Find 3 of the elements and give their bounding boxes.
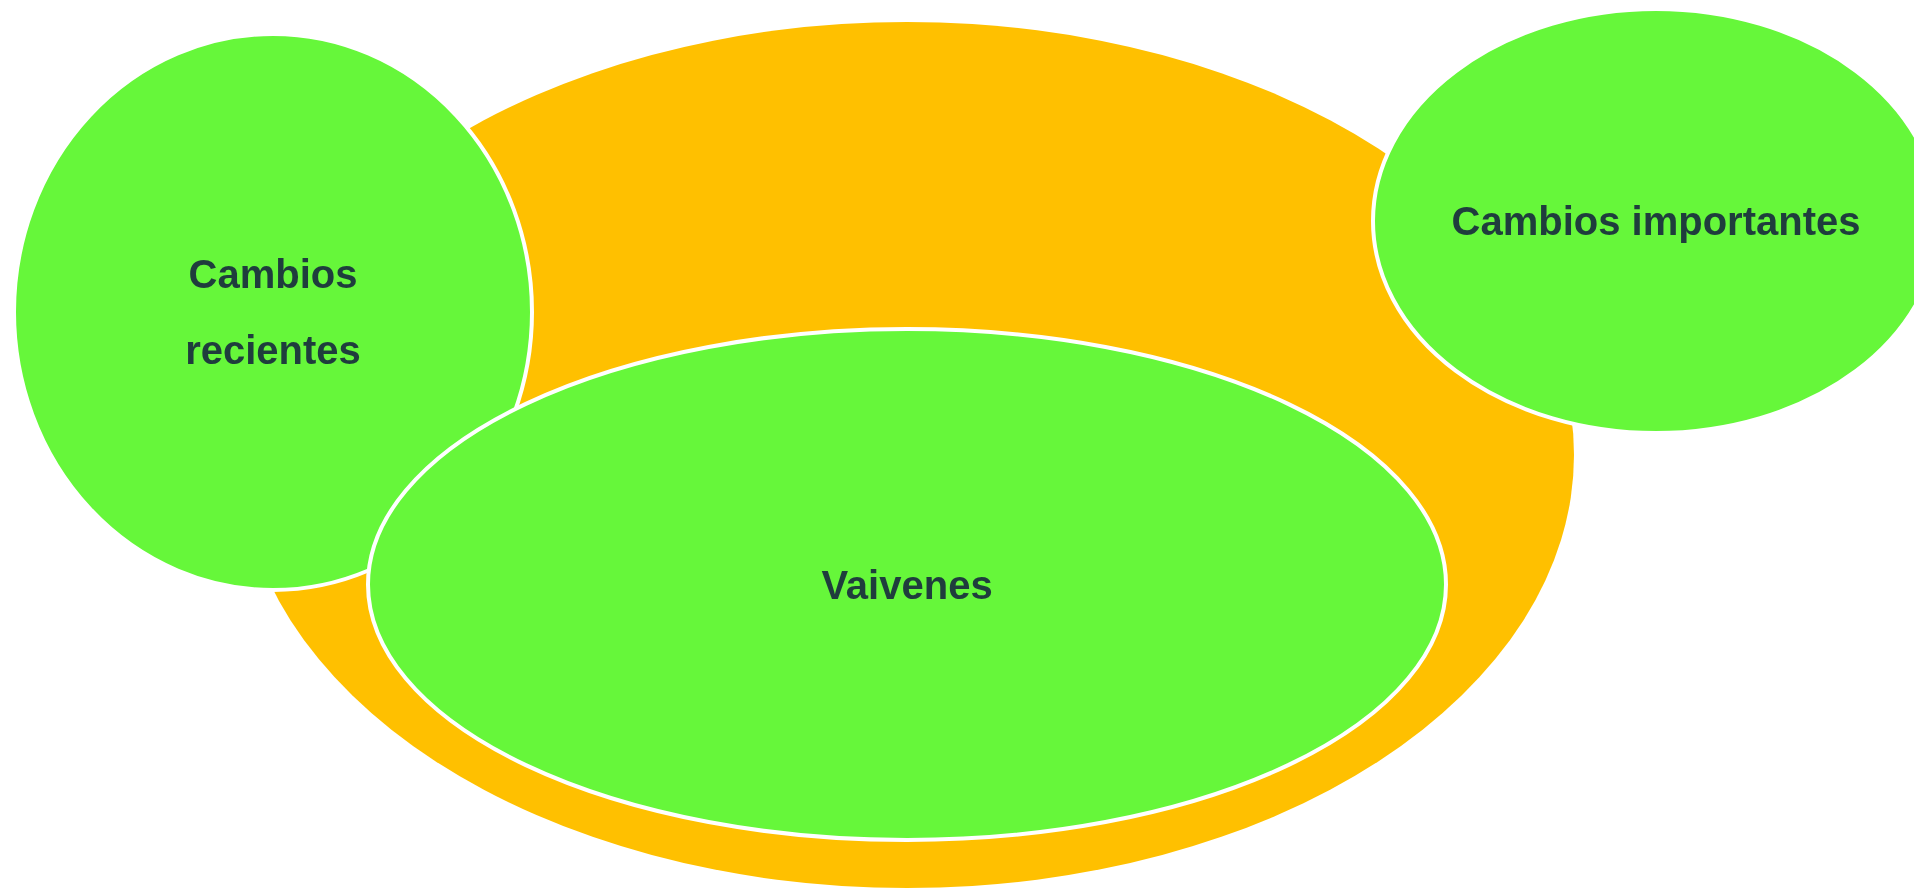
node-label: Vaivenes: [821, 561, 993, 609]
node-label: Cambios recientes: [184, 251, 362, 374]
node-label: Cambios importantes: [1451, 198, 1861, 245]
